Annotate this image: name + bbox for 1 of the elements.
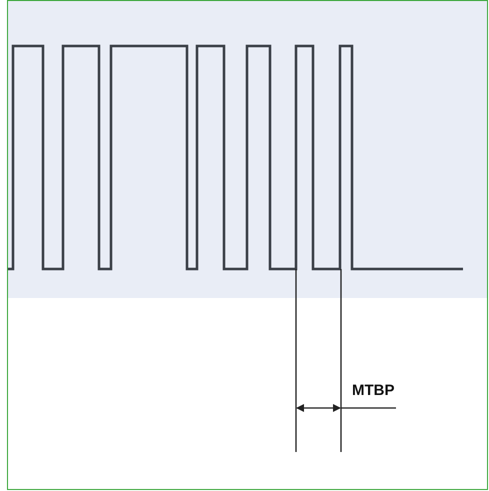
dimension-label: MTBP — [352, 383, 394, 398]
